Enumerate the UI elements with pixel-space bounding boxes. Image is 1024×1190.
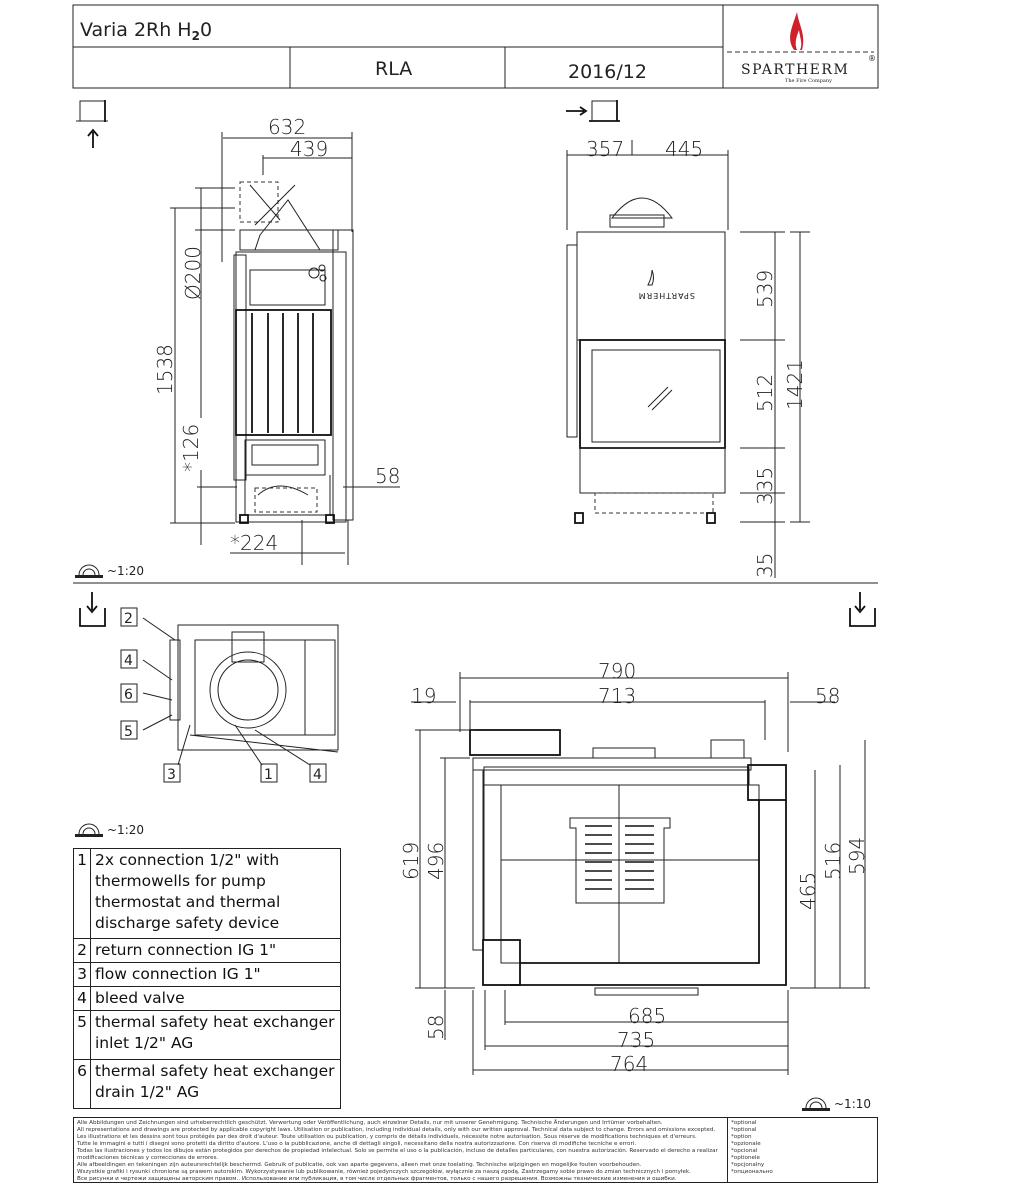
svg-text:SPARTHERM: SPARTHERM bbox=[741, 62, 849, 78]
dim-516: 516 bbox=[821, 842, 845, 880]
dim-512: 512 bbox=[753, 374, 777, 412]
dim-764: 764 bbox=[610, 1052, 648, 1076]
scale-ruler-icon bbox=[74, 563, 104, 578]
svg-text:The Fire Company: The Fire Company bbox=[785, 78, 832, 84]
drawing-code: RLA bbox=[375, 58, 412, 80]
svg-text:6: 6 bbox=[124, 687, 133, 703]
dim-19: 19 bbox=[411, 684, 436, 708]
scale-ruler-icon bbox=[801, 1096, 831, 1111]
dim-632: 632 bbox=[268, 115, 306, 139]
flame-icon bbox=[647, 269, 654, 286]
dim-224: *224 bbox=[230, 531, 278, 555]
svg-text:1: 1 bbox=[264, 767, 273, 783]
spartherm-logo: SPARTHERM The Fire Company ® bbox=[727, 12, 876, 84]
dim-685: 685 bbox=[628, 1004, 666, 1028]
plan-view-small-drawing bbox=[142, 617, 339, 766]
dim-439: 439 bbox=[290, 137, 328, 161]
dim-619: 619 bbox=[399, 842, 423, 880]
front-view-drawing: SPARTHERM 357 445 539 1421 512 335 35 bbox=[566, 137, 810, 578]
dim-445: 445 bbox=[665, 137, 703, 161]
dim-496: 496 bbox=[424, 842, 448, 880]
dim-790: 790 bbox=[598, 659, 636, 683]
svg-text:2: 2 bbox=[124, 611, 133, 627]
dim-335: 335 bbox=[753, 467, 777, 505]
svg-text:3: 3 bbox=[167, 767, 176, 783]
copyright-notice: Alle Abbildungen und Zeichnungen sind ur… bbox=[74, 1118, 728, 1182]
drawing-date: 2016/12 bbox=[568, 61, 647, 83]
plan-view-drawing: 790 713 19 58 619 496 58 465 516 594 685… bbox=[399, 659, 870, 1076]
dim-diameter-200: Ø200 bbox=[181, 246, 205, 300]
svg-text:4: 4 bbox=[313, 767, 322, 783]
dim-594: 594 bbox=[845, 837, 869, 875]
svg-text:5: 5 bbox=[124, 724, 133, 740]
view-direction-top-right-icon bbox=[849, 592, 876, 627]
dim-465: 465 bbox=[796, 872, 820, 910]
dim-58-front: 58 bbox=[424, 1015, 448, 1040]
scale-indicator-plan-small: ~1:20 bbox=[74, 822, 144, 837]
dim-58-right: 58 bbox=[815, 684, 840, 708]
dim-126: *126 bbox=[179, 424, 203, 472]
dim-357: 357 bbox=[586, 137, 624, 161]
svg-text:®: ® bbox=[868, 54, 876, 63]
view-direction-top-icon bbox=[79, 592, 106, 627]
front-logo-text: SPARTHERM bbox=[638, 291, 695, 300]
side-view-drawing: 632 439 Ø200 1538 *126 58 *224 bbox=[153, 115, 400, 565]
scale-indicator-side: ~1:20 bbox=[74, 563, 144, 578]
scale-indicator-plan: ~1:10 bbox=[801, 1096, 871, 1111]
optional-translations: *optional*optional*option*opzionale*opci… bbox=[731, 1120, 773, 1175]
view-direction-front-icon bbox=[76, 100, 108, 148]
dim-1538: 1538 bbox=[153, 344, 177, 395]
copyright-footer: Alle Abbildungen und Zeichnungen sind ur… bbox=[73, 1117, 878, 1183]
svg-text:4: 4 bbox=[124, 653, 133, 669]
dim-35: 35 bbox=[753, 553, 777, 578]
title-block: Varia 2Rh H20 RLA 2016/12 SPARTHERM The … bbox=[72, 4, 879, 89]
dim-735: 735 bbox=[617, 1028, 655, 1052]
dim-713: 713 bbox=[598, 684, 636, 708]
dim-58-side: 58 bbox=[375, 464, 400, 488]
view-direction-side-icon bbox=[566, 100, 620, 122]
callout-labels: 2 4 6 5 3 1 4 bbox=[120, 607, 327, 783]
dim-539: 539 bbox=[753, 270, 777, 308]
scale-ruler-icon bbox=[74, 822, 104, 837]
dim-1421: 1421 bbox=[783, 359, 807, 410]
product-title: Varia 2Rh H20 bbox=[80, 19, 212, 43]
